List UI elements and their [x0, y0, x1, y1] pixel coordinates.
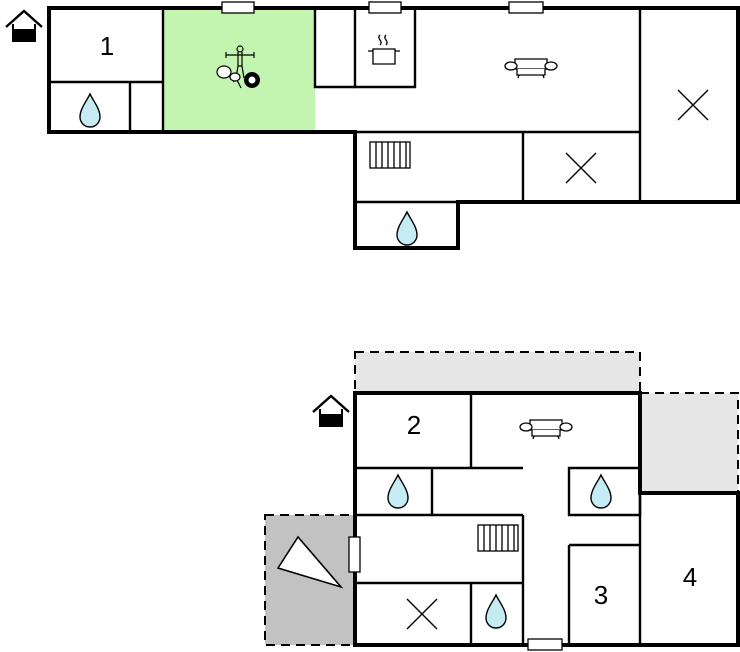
- sofa-icon: [504, 58, 558, 79]
- window-icon: [348, 536, 361, 573]
- water-drop-icon: [387, 474, 409, 509]
- lower-floor: 2 3 4: [264, 351, 740, 651]
- outdoor-terrace-top: [354, 351, 641, 394]
- upper-floor-outer-wall: [47, 6, 740, 250]
- room-label-3: 3: [594, 580, 608, 610]
- fireplace-icon: [276, 535, 344, 589]
- entrance-house-icon: [311, 394, 351, 428]
- upper-floor-interior-walls: [49, 8, 642, 204]
- bed-cross-icon: [565, 152, 597, 184]
- entrance-house-icon: [4, 9, 44, 43]
- bed-cross-icon: [677, 89, 709, 121]
- outdoor-terrace-right: [640, 393, 738, 493]
- lower-floor-interior-walls: [355, 393, 642, 645]
- water-drop-icon: [485, 594, 507, 629]
- window-icon: [527, 638, 563, 651]
- water-drop-icon: [79, 93, 101, 128]
- upper-floor: 1: [4, 1, 740, 250]
- window-icon: [368, 1, 402, 14]
- games-room-area: [163, 8, 315, 132]
- sofa-icon: [519, 419, 573, 440]
- radiator-icon: [477, 524, 519, 552]
- water-drop-icon: [396, 211, 418, 246]
- covered-area-left: [264, 514, 356, 646]
- water-drop-icon: [590, 474, 612, 509]
- room-label-1: 1: [100, 31, 114, 61]
- cooking-pot-icon: [368, 34, 400, 65]
- lower-floor-outer-wall: [353, 391, 740, 647]
- window-icon: [508, 1, 544, 14]
- bed-cross-icon: [406, 598, 438, 630]
- room-label-2: 2: [407, 410, 421, 440]
- games-room-icon: [216, 45, 260, 89]
- room-label-4: 4: [683, 562, 697, 592]
- upper-windows: [221, 1, 544, 14]
- lower-windows: [348, 536, 563, 651]
- window-icon: [221, 1, 255, 14]
- radiator-icon: [369, 141, 411, 169]
